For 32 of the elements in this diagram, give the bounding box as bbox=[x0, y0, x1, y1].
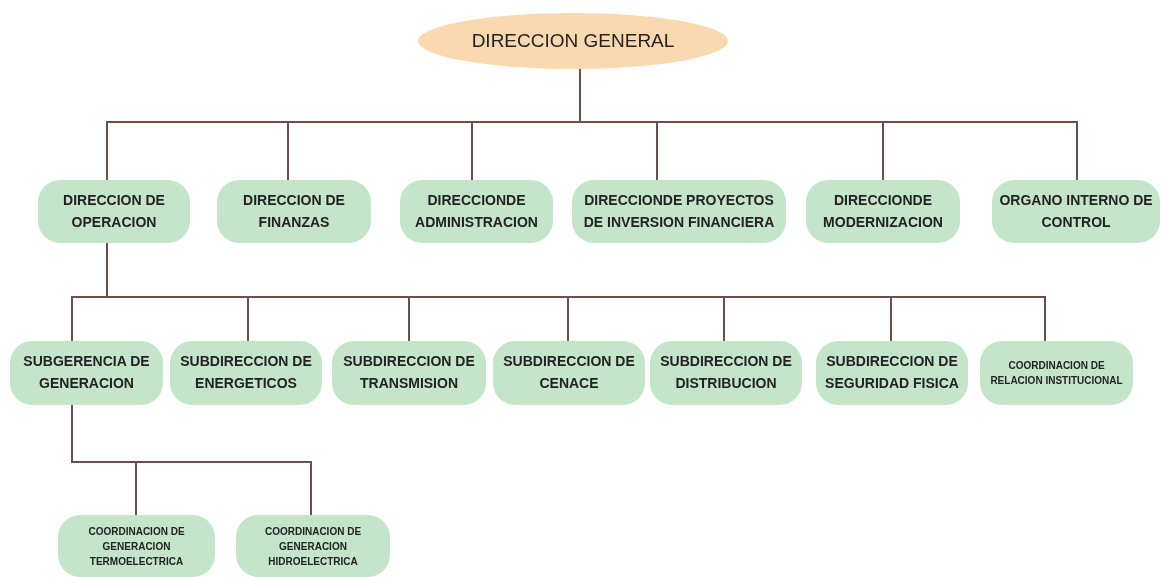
department-box bbox=[650, 341, 802, 405]
unit-name: SUBGERENCIA DE GENERACION bbox=[22, 352, 151, 393]
department-box bbox=[992, 180, 1160, 243]
unit-name: DIRECCIONDE ADMINISTRACION bbox=[414, 190, 539, 232]
unit-name: ORGANO INTERNO DE CONTROL bbox=[998, 190, 1154, 232]
unit-name: DIRECCIONDE PROYECTOS DE INVERSION FINANCIERA bbox=[582, 190, 776, 232]
department-box bbox=[10, 341, 163, 405]
connector-line bbox=[71, 404, 312, 516]
department-box bbox=[816, 341, 968, 405]
unit-name: DIRECCION DE OPERACION bbox=[62, 190, 166, 232]
department-box bbox=[58, 515, 215, 577]
unit-name: SUBDIRECCION DE DISTRIBUCION bbox=[659, 352, 793, 393]
unit-name: DIRECCIONDE MODERNIZACION bbox=[822, 190, 944, 232]
department-box bbox=[806, 180, 960, 243]
department-box bbox=[493, 341, 645, 405]
department-box bbox=[170, 341, 322, 405]
department-box bbox=[38, 180, 190, 243]
department-box bbox=[332, 341, 486, 405]
unit-name: COORDINACION DE RELACION INSTITUCIONAL bbox=[989, 359, 1124, 388]
department-box bbox=[217, 180, 371, 243]
department-box bbox=[980, 341, 1133, 405]
department-box bbox=[236, 515, 390, 577]
unit-name: SUBDIRECCION DE ENERGETICOS bbox=[179, 352, 313, 393]
unit-name: SUBDIRECCION DE TRANSMISION bbox=[342, 352, 476, 393]
unit-name: SUBDIRECCION DE SEGURIDAD FISICA bbox=[824, 352, 960, 393]
unit-name: DIRECCION DE FINANZAS bbox=[242, 190, 346, 232]
unit-name: SUBDIRECCION DE CENACE bbox=[502, 352, 636, 393]
unit-name: COORDINACION DE GENERACION TERMOELECTRICA bbox=[87, 524, 186, 569]
unit-name: COORDINACION DE GENERACION HIDROELECTRICA bbox=[263, 524, 363, 569]
department-box bbox=[400, 180, 553, 243]
department-box bbox=[572, 180, 786, 243]
unit-name: DIRECCION GENERAL bbox=[471, 29, 675, 53]
